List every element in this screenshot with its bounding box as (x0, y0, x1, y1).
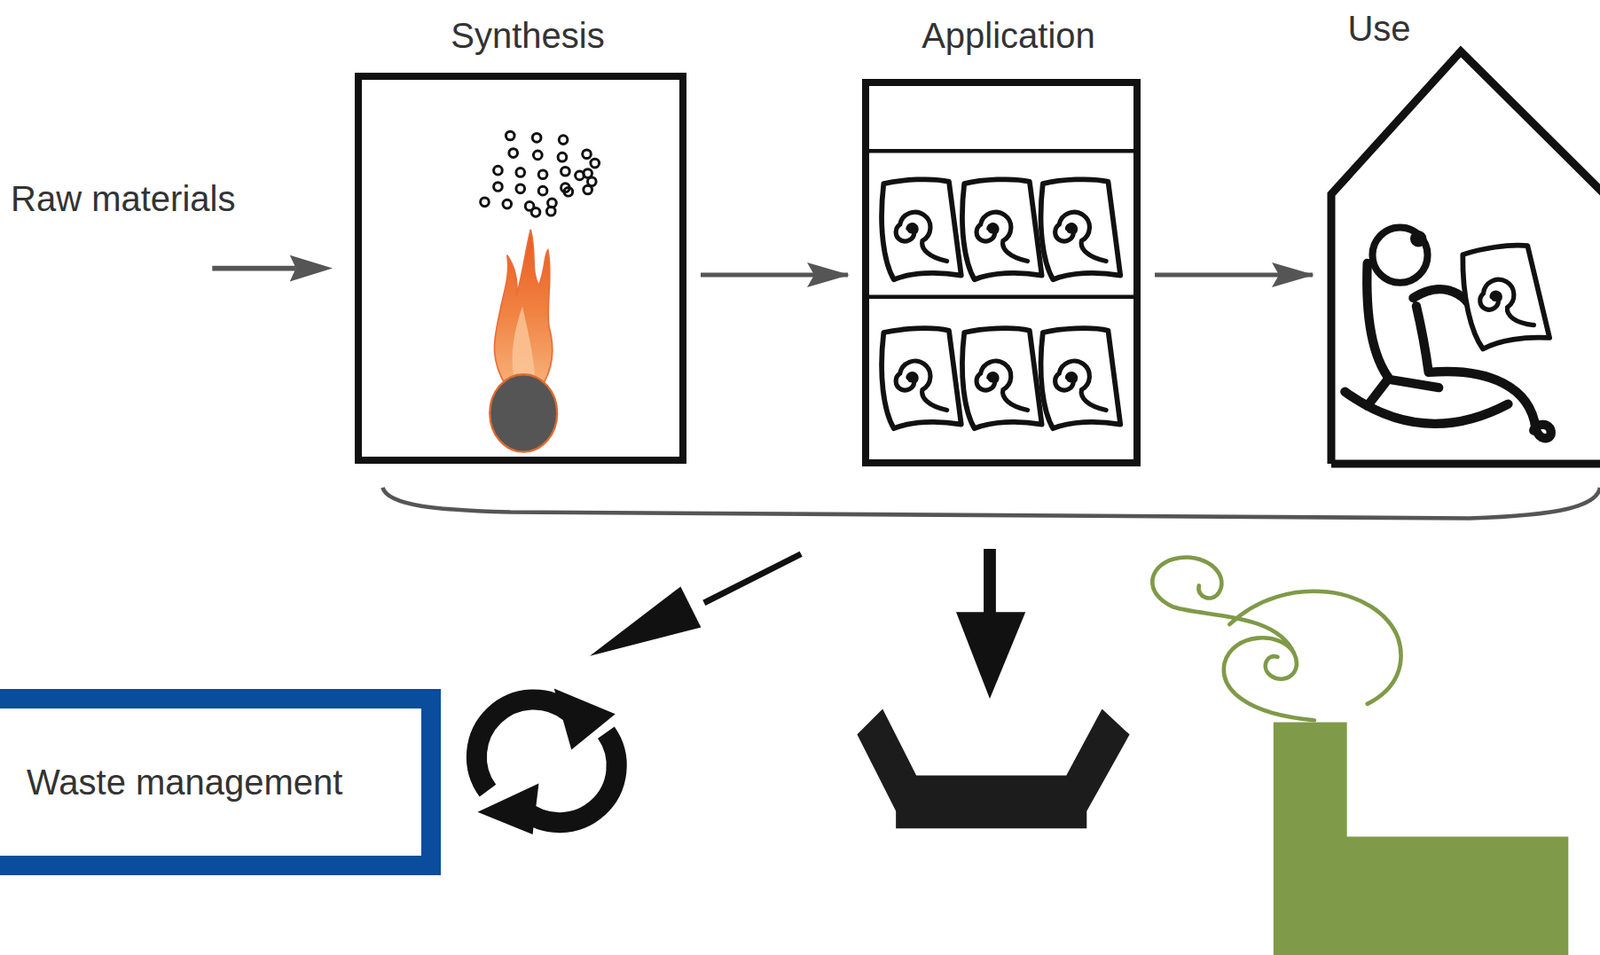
paper-sheet (1041, 179, 1122, 280)
particle (502, 199, 512, 209)
smoke-spiral (1152, 557, 1401, 722)
waste-arrowhead (589, 587, 701, 657)
paper-sheet (962, 179, 1043, 280)
input-arrow (211, 266, 296, 272)
stage-heading: Use (1347, 7, 1411, 50)
waste-box: Waste management (0, 689, 441, 876)
particle (575, 171, 585, 181)
particle (516, 168, 526, 178)
particle (561, 166, 571, 176)
input-label: Raw materials (10, 177, 236, 220)
particle (516, 184, 526, 194)
input-arrowhead (290, 255, 333, 283)
paper-sheet (881, 179, 962, 280)
burner-ball (489, 374, 557, 452)
flow-arrow (700, 273, 848, 278)
house-stage: Use (1326, 47, 1600, 468)
recycle-symbol (476, 689, 617, 836)
particle (538, 170, 548, 180)
paper-sheet (1041, 328, 1122, 429)
landfill-symbol (856, 709, 1130, 830)
incinerator-symbol (1273, 722, 1569, 955)
box-label: Waste management (26, 760, 343, 804)
particle (538, 186, 548, 196)
particle (531, 207, 541, 217)
shelf (865, 149, 1138, 154)
paper-sheet (1460, 242, 1551, 351)
particle (558, 135, 568, 145)
particle (494, 165, 503, 175)
house-outline (1326, 47, 1600, 468)
stage-box: Synthesis (354, 72, 687, 464)
particle (590, 158, 600, 168)
particle (587, 177, 597, 187)
paper-sheet (962, 328, 1043, 429)
particle (557, 152, 567, 162)
particle (546, 206, 556, 216)
lifecycle-bracket (382, 487, 1600, 519)
stage-box: Application (862, 78, 1141, 467)
paper-sheet (881, 328, 962, 429)
particle-cloud (480, 131, 600, 217)
particle (505, 131, 515, 141)
waste-arrow (704, 554, 801, 604)
particle (533, 150, 542, 160)
waste-arrowhead (956, 611, 1026, 699)
flow-arrow (1154, 273, 1313, 278)
particle (509, 149, 518, 158)
stage-heading: Synthesis (450, 14, 604, 57)
particle (564, 187, 573, 197)
flame (494, 229, 552, 388)
stage-heading: Application (921, 14, 1096, 57)
particle (494, 182, 503, 192)
reading-figure (1344, 227, 1551, 440)
particle (582, 149, 592, 159)
waste-arrow (983, 549, 997, 623)
particle (532, 133, 542, 142)
house-outline (1331, 51, 1600, 464)
particle (480, 197, 490, 207)
shelf (865, 294, 1138, 299)
